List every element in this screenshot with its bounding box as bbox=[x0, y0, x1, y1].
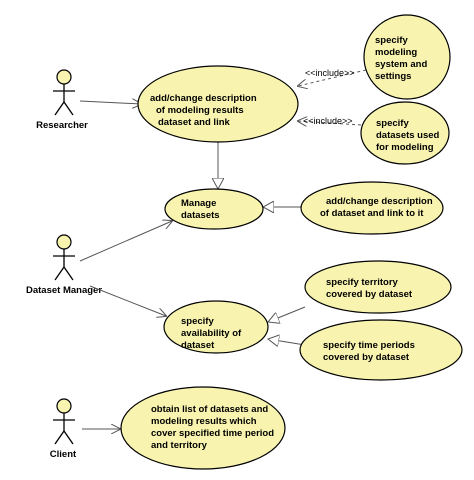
generalization-time-availability bbox=[268, 339, 306, 345]
usecase-text-line: obtain list of datasets and bbox=[151, 404, 268, 415]
usecase-text-line: availability of bbox=[181, 328, 242, 339]
actor-client-label: Client bbox=[50, 449, 77, 460]
usecase-text-line: cover specified time period bbox=[151, 428, 274, 439]
usecase-text-line: covered by dataset bbox=[326, 289, 413, 300]
usecase-text-line: specify time periods bbox=[323, 340, 415, 351]
association-manager-manage bbox=[79, 221, 172, 262]
usecase-text-line: add/change description bbox=[150, 93, 257, 104]
actor-client: Client bbox=[50, 398, 77, 460]
usecase-specify-datasets-used: specify datasets used for modeling bbox=[360, 101, 450, 165]
actor-dataset-manager: Dataset Manager bbox=[26, 234, 102, 296]
usecase-text-line: specify territory bbox=[326, 277, 399, 288]
generalization-territory-availability bbox=[268, 306, 306, 322]
actor-head-icon bbox=[56, 234, 72, 250]
usecase-text-line: of dataset and link to it bbox=[320, 208, 424, 219]
association-manager-availability bbox=[89, 285, 166, 316]
usecase-specify-modeling: specify modeling system and settings bbox=[363, 14, 451, 100]
actor-head-icon bbox=[56, 69, 72, 85]
usecase-specify-territory: specify territory covered by dataset bbox=[304, 260, 452, 314]
actor-researcher: Researcher bbox=[36, 69, 88, 131]
include-label-2: <<include>> bbox=[303, 116, 353, 126]
association-researcher bbox=[79, 101, 141, 104]
usecase-add-change-dataset: add/change description of dataset and li… bbox=[300, 181, 444, 235]
usecase-manage-datasets: Manage datasets bbox=[164, 188, 264, 230]
include-label-1: <<include>> bbox=[305, 68, 355, 78]
usecase-text-line: of modeling results bbox=[156, 105, 244, 116]
usecase-text-line: dataset bbox=[181, 340, 215, 351]
usecase-text-line: Manage bbox=[181, 198, 216, 209]
usecase-text-line: covered by dataset bbox=[323, 352, 410, 363]
usecase-text-line: datasets used bbox=[376, 130, 440, 141]
usecase-text-line: settings bbox=[375, 71, 411, 82]
usecase-add-change-results: add/change description of modeling resul… bbox=[137, 65, 299, 143]
usecase-text-line: dataset and link bbox=[158, 117, 231, 128]
usecase-text-line: add/change description bbox=[326, 196, 433, 207]
actor-head-icon bbox=[56, 398, 72, 414]
actor-dataset-manager-label: Dataset Manager bbox=[26, 285, 102, 296]
usecase-text-line: specify bbox=[181, 316, 214, 327]
usecase-text-line: datasets bbox=[181, 210, 220, 221]
usecase-text-line: modeling results which bbox=[151, 416, 257, 427]
usecase-text-line: system and bbox=[375, 59, 427, 70]
usecase-text-line: specify bbox=[375, 35, 408, 46]
usecase-text-line: and territory bbox=[151, 440, 208, 451]
actor-researcher-label: Researcher bbox=[36, 120, 88, 131]
usecase-text-line: modeling bbox=[375, 47, 417, 58]
usecase-specify-time-periods: specify time periods covered by dataset bbox=[299, 319, 463, 381]
usecase-text-line: specify bbox=[376, 118, 409, 129]
usecase-specify-availability: specify availability of dataset bbox=[163, 300, 269, 354]
usecase-obtain-list: obtain list of datasets and modeling res… bbox=[120, 386, 286, 470]
usecase-text-line: for modeling bbox=[376, 142, 434, 153]
include-line-2 bbox=[298, 121, 362, 125]
